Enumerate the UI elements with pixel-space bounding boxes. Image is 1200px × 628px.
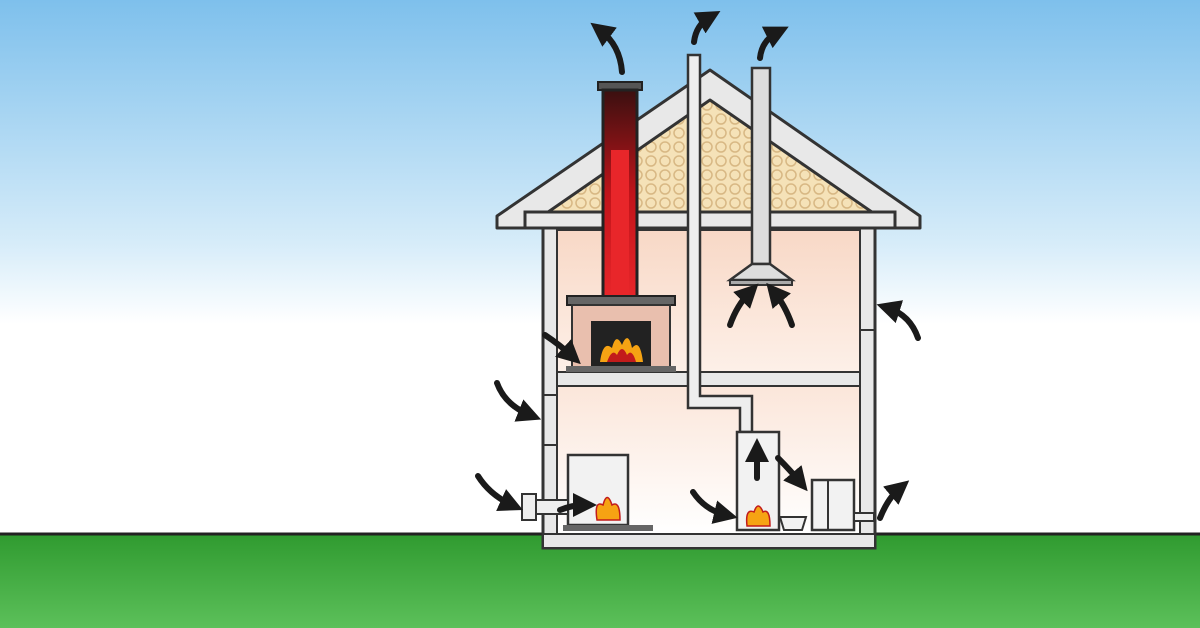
dryer-icon <box>810 478 875 532</box>
range-hood-icon <box>726 66 796 286</box>
airflow-arrow-icon <box>691 11 721 45</box>
fireplace-icon <box>566 295 676 372</box>
flame-icon <box>745 505 771 527</box>
airflow-arrows <box>475 11 921 524</box>
floor-slab <box>556 371 861 387</box>
sink-icon <box>778 516 808 531</box>
airflow-arrow-icon <box>727 283 759 328</box>
airflow-arrow-icon <box>766 282 795 328</box>
airflow-arrow-icon <box>757 26 789 61</box>
airflow-arrow-icon <box>557 493 597 518</box>
water-heater-icon <box>735 430 781 532</box>
airflow-arrow-icon <box>775 455 808 492</box>
airflow-arrow-icon <box>494 380 542 422</box>
chimney-icon <box>597 81 643 300</box>
airflow-arrow-icon <box>876 300 921 341</box>
flame-icon <box>600 338 643 362</box>
airflow-arrow-icon <box>690 489 738 524</box>
airflow-arrow-icon <box>542 332 581 365</box>
flame-icon <box>595 496 621 521</box>
airflow-arrow-icon <box>475 473 523 511</box>
airflow-arrow-icon <box>877 480 910 521</box>
airflow-arrow-icon <box>590 22 625 75</box>
